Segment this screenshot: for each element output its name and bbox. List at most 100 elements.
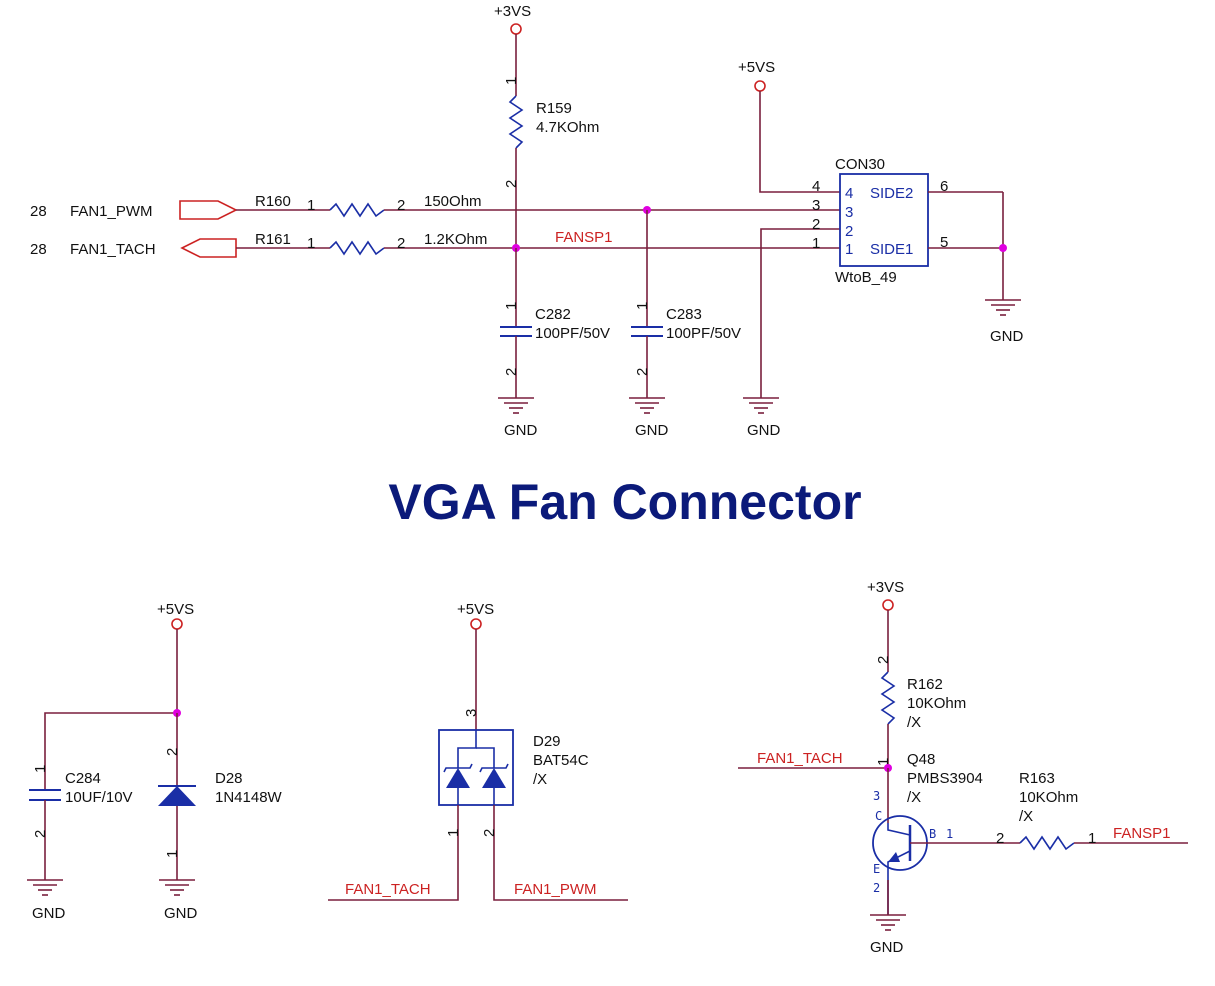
capacitor-c283: 1 2 C283 100PF/50V GND [628, 210, 741, 439]
power-3vs-label: +3VS [494, 3, 531, 20]
power-5vs-d28: +5VS [44, 601, 194, 790]
c282-value: 100PF/50V [535, 325, 610, 342]
gnd-label-con30-side: GND [990, 328, 1024, 345]
power-5vs-con30: +5VS [738, 59, 820, 193]
d28-ref: D28 [215, 770, 243, 787]
q48-opt: /X [907, 789, 921, 806]
con30-side2: SIDE2 [870, 185, 913, 202]
con30-pin1-outer: 1 [812, 235, 820, 252]
d29-ref: D29 [533, 733, 561, 750]
c283-ref: C283 [666, 306, 702, 323]
power-5vs-con30-label: +5VS [738, 59, 775, 76]
gnd-label-q48: GND [870, 939, 904, 956]
resistor-r163: 2 1 R163 10KOhm /X FANSP1 [996, 770, 1188, 851]
c282-ref: C282 [535, 306, 571, 323]
r160-pin-a: 1 [307, 197, 315, 214]
gnd-label-c282: GND [504, 422, 538, 439]
r160-pin-b: 2 [397, 197, 405, 214]
power-3vs-bottom-label: +3VS [867, 579, 904, 596]
con30-value: WtoB_49 [835, 269, 897, 286]
r161-pin-a: 1 [307, 235, 315, 252]
c283-pin-b: 2 [634, 368, 651, 376]
r163-pin-a: 2 [996, 830, 1004, 847]
gnd-label-c284: GND [32, 905, 66, 922]
resistor-r161: R161 1 2 1.2KOhm FANSP1 [236, 229, 820, 256]
net-label-fansp1: FANSP1 [555, 229, 613, 246]
resistor-r159: 1 2 R159 4.7KOhm [503, 34, 599, 248]
d29-value: BAT54C [533, 752, 589, 769]
q48-ref: Q48 [907, 751, 935, 768]
port-pwm-page: 28 [30, 203, 47, 220]
net-label-d29-pwm: FAN1_PWM [514, 881, 597, 898]
q48-value: PMBS3904 [907, 770, 983, 787]
con30-pin6: 6 [940, 178, 948, 195]
c283-value: 100PF/50V [666, 325, 741, 342]
junction-con30-side [999, 244, 1007, 252]
gnd-label-c283: GND [635, 422, 669, 439]
con30-pin5: 5 [940, 234, 948, 251]
net-label-d29-tach: FAN1_TACH [345, 881, 431, 898]
r160-value: 150Ohm [424, 193, 482, 210]
c284-pin-a: 1 [32, 765, 49, 773]
net-label-q48-tach: FAN1_TACH [757, 750, 843, 767]
c284-value: 10UF/10V [65, 789, 133, 806]
d28-pin-a: 2 [164, 748, 181, 756]
transistor-q48: Q48 PMBS3904 /X 3 C B 1 E 2 GND [869, 751, 1020, 956]
diode-d29: +5VS 3 1 2 D29 BAT54C /X FAN1_TACH FAN1_… [328, 601, 628, 901]
port-tach-page: 28 [30, 241, 47, 258]
con30-pin4-inner: 4 [845, 185, 853, 202]
r162-opt: /X [907, 714, 921, 731]
c284-pin-b: 2 [32, 830, 49, 838]
con30-pin2-outer: 2 [812, 216, 820, 233]
con30-pin2-inner: 2 [845, 223, 853, 240]
con30-ref: CON30 [835, 156, 885, 173]
power-5vs-d28-label: +5VS [157, 601, 194, 618]
con30-pin1-inner: 1 [845, 241, 853, 258]
gnd-label-d28: GND [164, 905, 198, 922]
r163-opt: /X [1019, 808, 1033, 825]
capacitor-c282: 1 2 C282 100PF/50V GND [497, 248, 610, 439]
resistor-r162: +3VS 2 1 R162 10KOhm /X [867, 579, 966, 768]
r160-ref: R160 [255, 193, 291, 210]
power-3vs-top: +3VS [494, 3, 531, 35]
q48-pin-b: 1 [946, 827, 953, 841]
tach-net-bottom: FAN1_TACH [738, 750, 892, 772]
port-pwm-name: FAN1_PWM [70, 203, 153, 220]
r161-ref: R161 [255, 231, 291, 248]
d29-pin-3: 3 [463, 709, 480, 717]
gnd-label-con30: GND [747, 422, 781, 439]
page-title: VGA Fan Connector [388, 474, 861, 530]
r162-ref: R162 [907, 676, 943, 693]
net-label-r163-fansp1: FANSP1 [1113, 825, 1171, 842]
d29-opt: /X [533, 771, 547, 788]
con30-pin4-outer: 4 [812, 178, 820, 195]
con30-pin3-inner: 3 [845, 204, 853, 221]
port-tach-name: FAN1_TACH [70, 241, 156, 258]
r163-value: 10KOhm [1019, 789, 1078, 806]
d29-pin-1: 1 [445, 829, 462, 837]
r159-pin-b: 2 [503, 180, 520, 188]
q48-label-e: E [873, 862, 880, 876]
r159-value: 4.7KOhm [536, 119, 599, 136]
r159-pin-a: 1 [503, 77, 520, 85]
r162-pin-b: 1 [875, 758, 892, 766]
port-fan1-tach: 28 FAN1_TACH [30, 238, 237, 258]
r161-pin-b: 2 [397, 235, 405, 252]
c284-ref: C284 [65, 770, 101, 787]
con30-pin2-ground: GND [742, 228, 820, 439]
r163-pin-b: 1 [1088, 830, 1096, 847]
d29-pin-2: 2 [481, 829, 498, 837]
r159-ref: R159 [536, 100, 572, 117]
c283-pin-a: 1 [634, 302, 651, 310]
resistor-r160: R160 1 2 150Ohm [236, 193, 820, 218]
c282-pin-b: 2 [503, 368, 520, 376]
r161-value: 1.2KOhm [424, 231, 487, 248]
connector-con30: CON30 WtoB_49 4 3 2 1 4 3 2 1 SIDE2 SIDE… [812, 156, 1024, 345]
con30-side1: SIDE1 [870, 241, 913, 258]
r162-value: 10KOhm [907, 695, 966, 712]
q48-pin-c: 3 [873, 789, 880, 803]
power-5vs-d29-label: +5VS [457, 601, 494, 618]
d28-value: 1N4148W [215, 789, 283, 806]
con30-pin3-outer: 3 [812, 197, 820, 214]
